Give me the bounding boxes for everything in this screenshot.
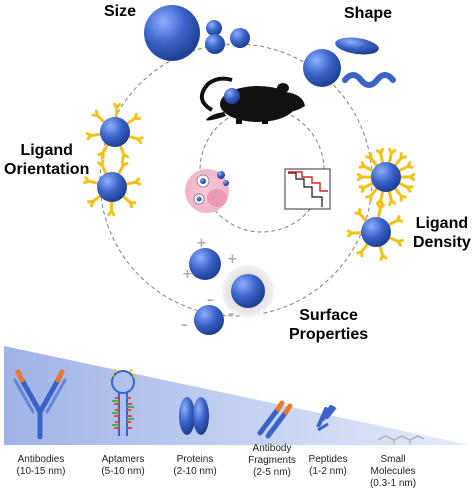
size-particles [144, 5, 250, 61]
plus-sign: + [182, 267, 193, 282]
small-molecule-icon [377, 435, 425, 445]
shape-particles [303, 37, 396, 88]
mouse-icon [200, 76, 305, 124]
ligand-name-line1: Antibody [252, 443, 292, 454]
ligand-name-line2: Molecules [370, 466, 416, 477]
ligand-label-antibody-fragments: Antibody Fragments (2-5 nm) [237, 443, 307, 479]
cell-icon [185, 169, 229, 213]
ligand-name: Peptides [308, 454, 348, 465]
ligand-size-wedge [4, 346, 470, 445]
surface-properties-line1: Surface [299, 307, 358, 324]
ligand-particle [85, 102, 144, 161]
size-label: Size [104, 3, 137, 20]
ligand-name-line2: Fragments [248, 455, 296, 466]
ligand-orientation-label: Ligand Orientation [4, 141, 89, 179]
kaplan-meier-icon [284, 168, 331, 210]
ligand-orientation-line1: Ligand [20, 142, 73, 159]
ligand-density-line1: Ligand [415, 215, 469, 232]
ligand-orientation-line2: Orientation [4, 161, 90, 178]
ligand-particle [346, 202, 405, 261]
ligand-density-line2: Density [413, 234, 471, 251]
ligand-name: Aptamers [101, 454, 145, 465]
ligand-particle [83, 159, 142, 217]
ligand-density-particles [346, 147, 416, 261]
ligand-label-peptides: Peptides (1-2 nm) [293, 454, 363, 478]
minus-sign: – [228, 307, 235, 322]
ligand-size: (1-2 nm) [309, 466, 347, 477]
protein-icon [179, 397, 209, 435]
antibody-fragment-icon [257, 400, 293, 439]
ligand-size: (0.3-1 nm) [369, 478, 417, 489]
ligand-size: (2-10 nm) [173, 466, 217, 477]
surface-properties-label: Surface Properties [289, 306, 368, 344]
plus-sign: + [227, 252, 238, 267]
minus-sign: – [181, 318, 188, 333]
ligand-name: Antibodies [17, 454, 65, 465]
ligand-size: (2-5 nm) [253, 467, 291, 478]
ligand-name: Proteins [176, 454, 214, 465]
ligand-orientation-particles [83, 102, 144, 217]
antibody-icon [13, 369, 67, 440]
minus-sign: – [207, 293, 214, 308]
ligand-size: (5-10 nm) [101, 466, 145, 477]
shape-label: Shape [344, 5, 393, 22]
ligand-density-label: Ligand Density [413, 214, 471, 252]
surface-particles [189, 248, 274, 335]
surface-properties-line2: Properties [289, 326, 369, 343]
ligand-label-aptamers: Aptamers (5-10 nm) [88, 454, 158, 478]
plus-sign: + [196, 236, 207, 251]
ligand-label-proteins: Proteins (2-10 nm) [160, 454, 230, 478]
ligand-label-small-molecules: Small Molecules (0.3-1 nm) [358, 454, 428, 490]
charge-signs: + + + – – – [181, 236, 238, 333]
peptide-icon [316, 405, 337, 432]
ligand-label-antibodies: Antibodies (10-15 nm) [6, 454, 76, 478]
ligand-size: (10-15 nm) [16, 466, 66, 477]
ligand-name-line1: Small [380, 454, 406, 465]
aptamer-icon [110, 368, 137, 436]
ligand-particle [356, 147, 416, 207]
